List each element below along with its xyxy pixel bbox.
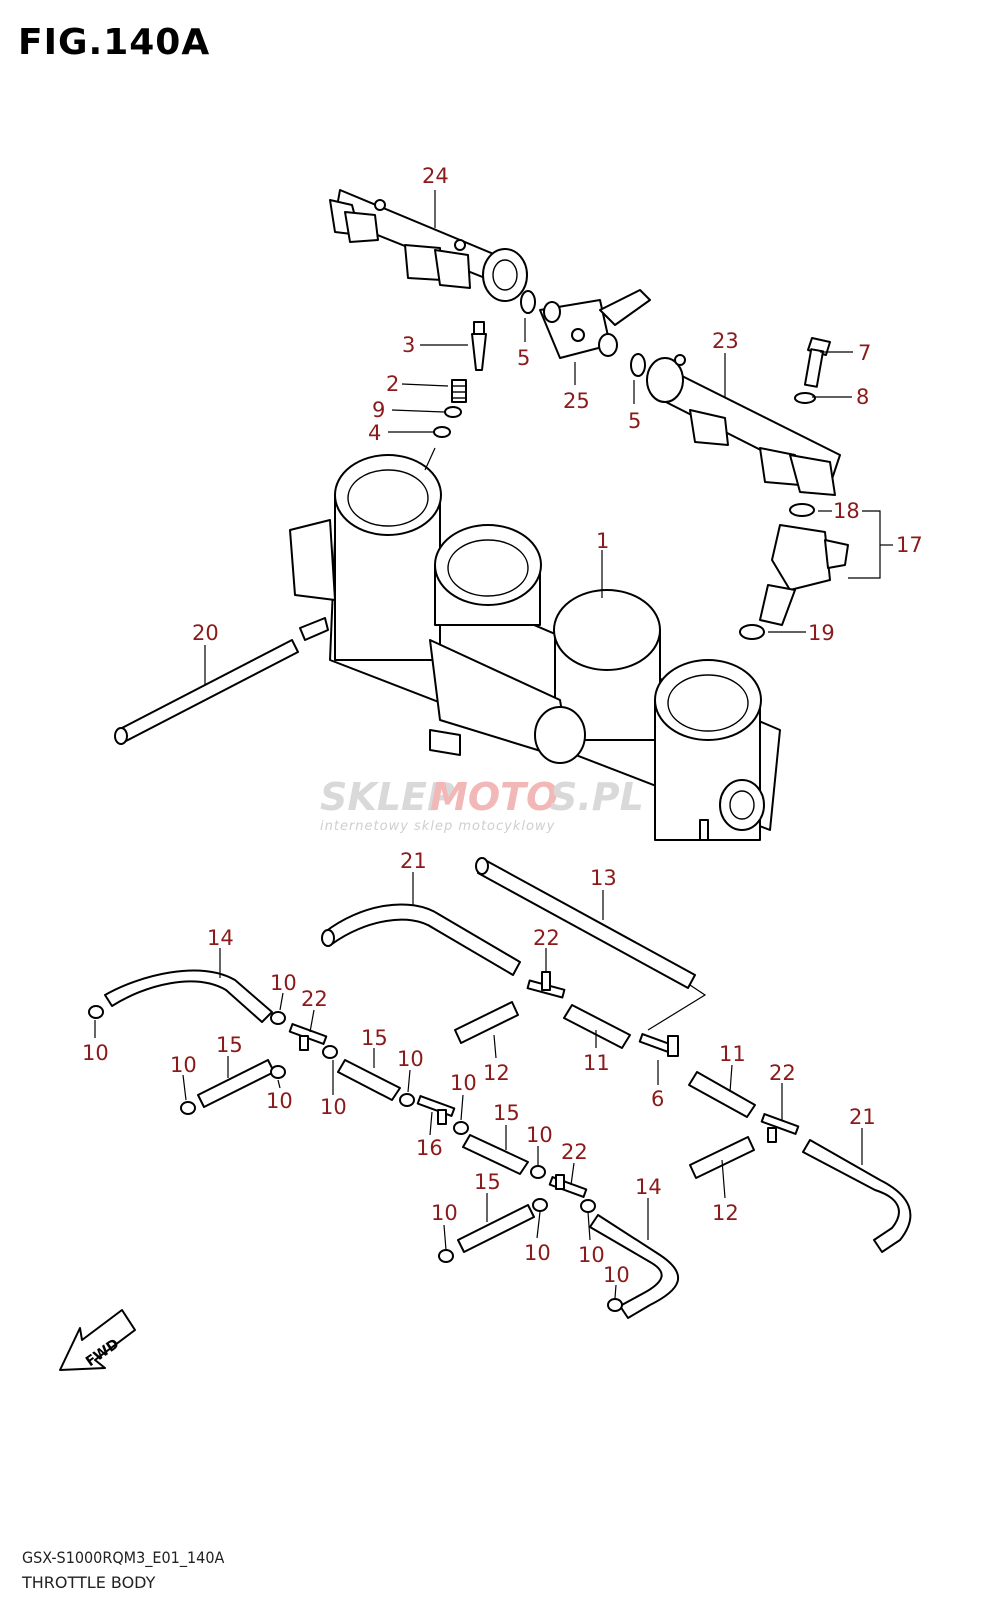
callout-15-d: 15 xyxy=(474,1170,501,1194)
part-15-hose-b xyxy=(337,1059,401,1101)
callout-10-g: 10 xyxy=(450,1071,477,1095)
part-22-joint-a xyxy=(526,971,566,999)
callout-15-b: 15 xyxy=(361,1026,388,1050)
part-12-hose-b xyxy=(689,1136,755,1179)
callout-21-right: 21 xyxy=(849,1105,876,1129)
part-15-hose-c xyxy=(462,1134,529,1175)
part-25-joint xyxy=(539,289,651,359)
callout-15-a: 15 xyxy=(216,1033,243,1057)
part-20-hose xyxy=(117,639,299,743)
part-6-joint xyxy=(638,1033,679,1057)
part-2-spring xyxy=(451,379,467,403)
callout-13: 13 xyxy=(590,866,617,890)
part-21-hose-right xyxy=(802,1139,912,1253)
callout-14-upper: 14 xyxy=(207,926,234,950)
callout-10-c: 10 xyxy=(170,1053,197,1077)
part-12-hose-a xyxy=(454,1001,519,1044)
part-16-joint xyxy=(416,1095,456,1125)
callout-10-d: 10 xyxy=(266,1089,293,1113)
part-10-clips xyxy=(88,1005,623,1312)
callout-labels: 24 3 2 9 4 5 25 5 23 7 8 18 17 19 1 20 2… xyxy=(82,164,923,1287)
callout-20: 20 xyxy=(192,621,219,645)
part-5-o-ring-right xyxy=(630,353,646,377)
callout-10-b: 10 xyxy=(82,1041,109,1065)
part-21-hose-upper xyxy=(324,903,521,976)
callout-10-i: 10 xyxy=(431,1201,458,1225)
part-4-o-ring xyxy=(433,426,451,438)
callout-23: 23 xyxy=(712,329,739,353)
part-14-hose-lower xyxy=(589,1214,680,1319)
callout-10-f: 10 xyxy=(397,1047,424,1071)
callout-21-upper: 21 xyxy=(400,849,427,873)
callout-14-lower: 14 xyxy=(635,1175,662,1199)
part-11-hose-b xyxy=(688,1071,756,1118)
callout-7: 7 xyxy=(858,341,871,365)
part-7-bolt xyxy=(803,337,831,388)
callout-11-b: 11 xyxy=(719,1042,746,1066)
callout-10-j: 10 xyxy=(524,1241,551,1265)
part-20-hose-end xyxy=(114,727,128,745)
fwd-arrow-icon: FWD xyxy=(59,1309,136,1371)
callout-22-b: 22 xyxy=(301,987,328,1011)
callout-10-a: 10 xyxy=(270,971,297,995)
part-21-hose-upper-end xyxy=(321,929,335,947)
callout-4: 4 xyxy=(368,421,381,445)
callout-10-h: 10 xyxy=(526,1123,553,1147)
part-1-throttle-body xyxy=(289,454,781,841)
callout-12-a: 12 xyxy=(483,1061,510,1085)
model-code: GSX-S1000RQM3_E01_140A xyxy=(22,1548,225,1567)
callout-9: 9 xyxy=(372,398,385,422)
figure-title: FIG.140A xyxy=(18,22,211,63)
callout-24: 24 xyxy=(422,164,449,188)
part-17-injector xyxy=(759,524,849,626)
callout-10-e: 10 xyxy=(320,1095,347,1119)
part-13-hose-end xyxy=(475,857,489,875)
part-9-washer xyxy=(444,406,462,418)
part-22-joint-c xyxy=(760,1113,800,1143)
part-18-o-ring xyxy=(789,503,815,517)
section-name: THROTTLE BODY xyxy=(22,1573,156,1592)
part-8-washer xyxy=(794,392,816,404)
part-5-o-ring-left xyxy=(520,290,536,314)
callout-17: 17 xyxy=(896,533,923,557)
part-24-fuel-rail-left xyxy=(329,189,528,302)
part-15-hose-d xyxy=(457,1204,535,1253)
part-22-joint-b xyxy=(288,1023,328,1051)
callout-22-c: 22 xyxy=(769,1061,796,1085)
part-14-hose-upper xyxy=(104,969,273,1023)
callout-6: 6 xyxy=(651,1087,664,1111)
watermark: SKLEP MOTO S.PL internetowy sklep motocy… xyxy=(320,775,644,834)
part-15-hose-a xyxy=(197,1059,275,1108)
watermark-tagline: internetowy sklep motocyklowy xyxy=(320,819,555,834)
watermark-brand-c: S.PL xyxy=(550,775,644,819)
callout-5-left: 5 xyxy=(517,346,530,370)
watermark-brand-a: SKLEP xyxy=(320,775,455,819)
callout-15-c: 15 xyxy=(493,1101,520,1125)
callout-25: 25 xyxy=(563,389,590,413)
callout-8: 8 xyxy=(856,385,869,409)
leader-lines xyxy=(94,190,893,1299)
callout-19: 19 xyxy=(808,621,835,645)
callout-10-l: 10 xyxy=(603,1263,630,1287)
callout-22-a: 22 xyxy=(533,926,560,950)
callout-10-k: 10 xyxy=(578,1243,605,1267)
part-11-hose-a xyxy=(563,1004,631,1049)
part-3-screw xyxy=(471,321,487,371)
callout-3: 3 xyxy=(402,333,415,357)
callout-22-d: 22 xyxy=(561,1140,588,1164)
watermark-brand-b: MOTO xyxy=(430,775,558,819)
callout-11-a: 11 xyxy=(583,1051,610,1075)
part-19-o-ring xyxy=(739,624,765,640)
callout-16: 16 xyxy=(416,1136,443,1160)
callout-2: 2 xyxy=(386,372,399,396)
callout-12-b: 12 xyxy=(712,1201,739,1225)
part-23-fuel-rail-right xyxy=(646,354,841,496)
callout-18: 18 xyxy=(833,499,860,523)
callout-5-right: 5 xyxy=(628,409,641,433)
callout-1: 1 xyxy=(596,529,609,553)
part-22-joint-d xyxy=(548,1174,588,1198)
